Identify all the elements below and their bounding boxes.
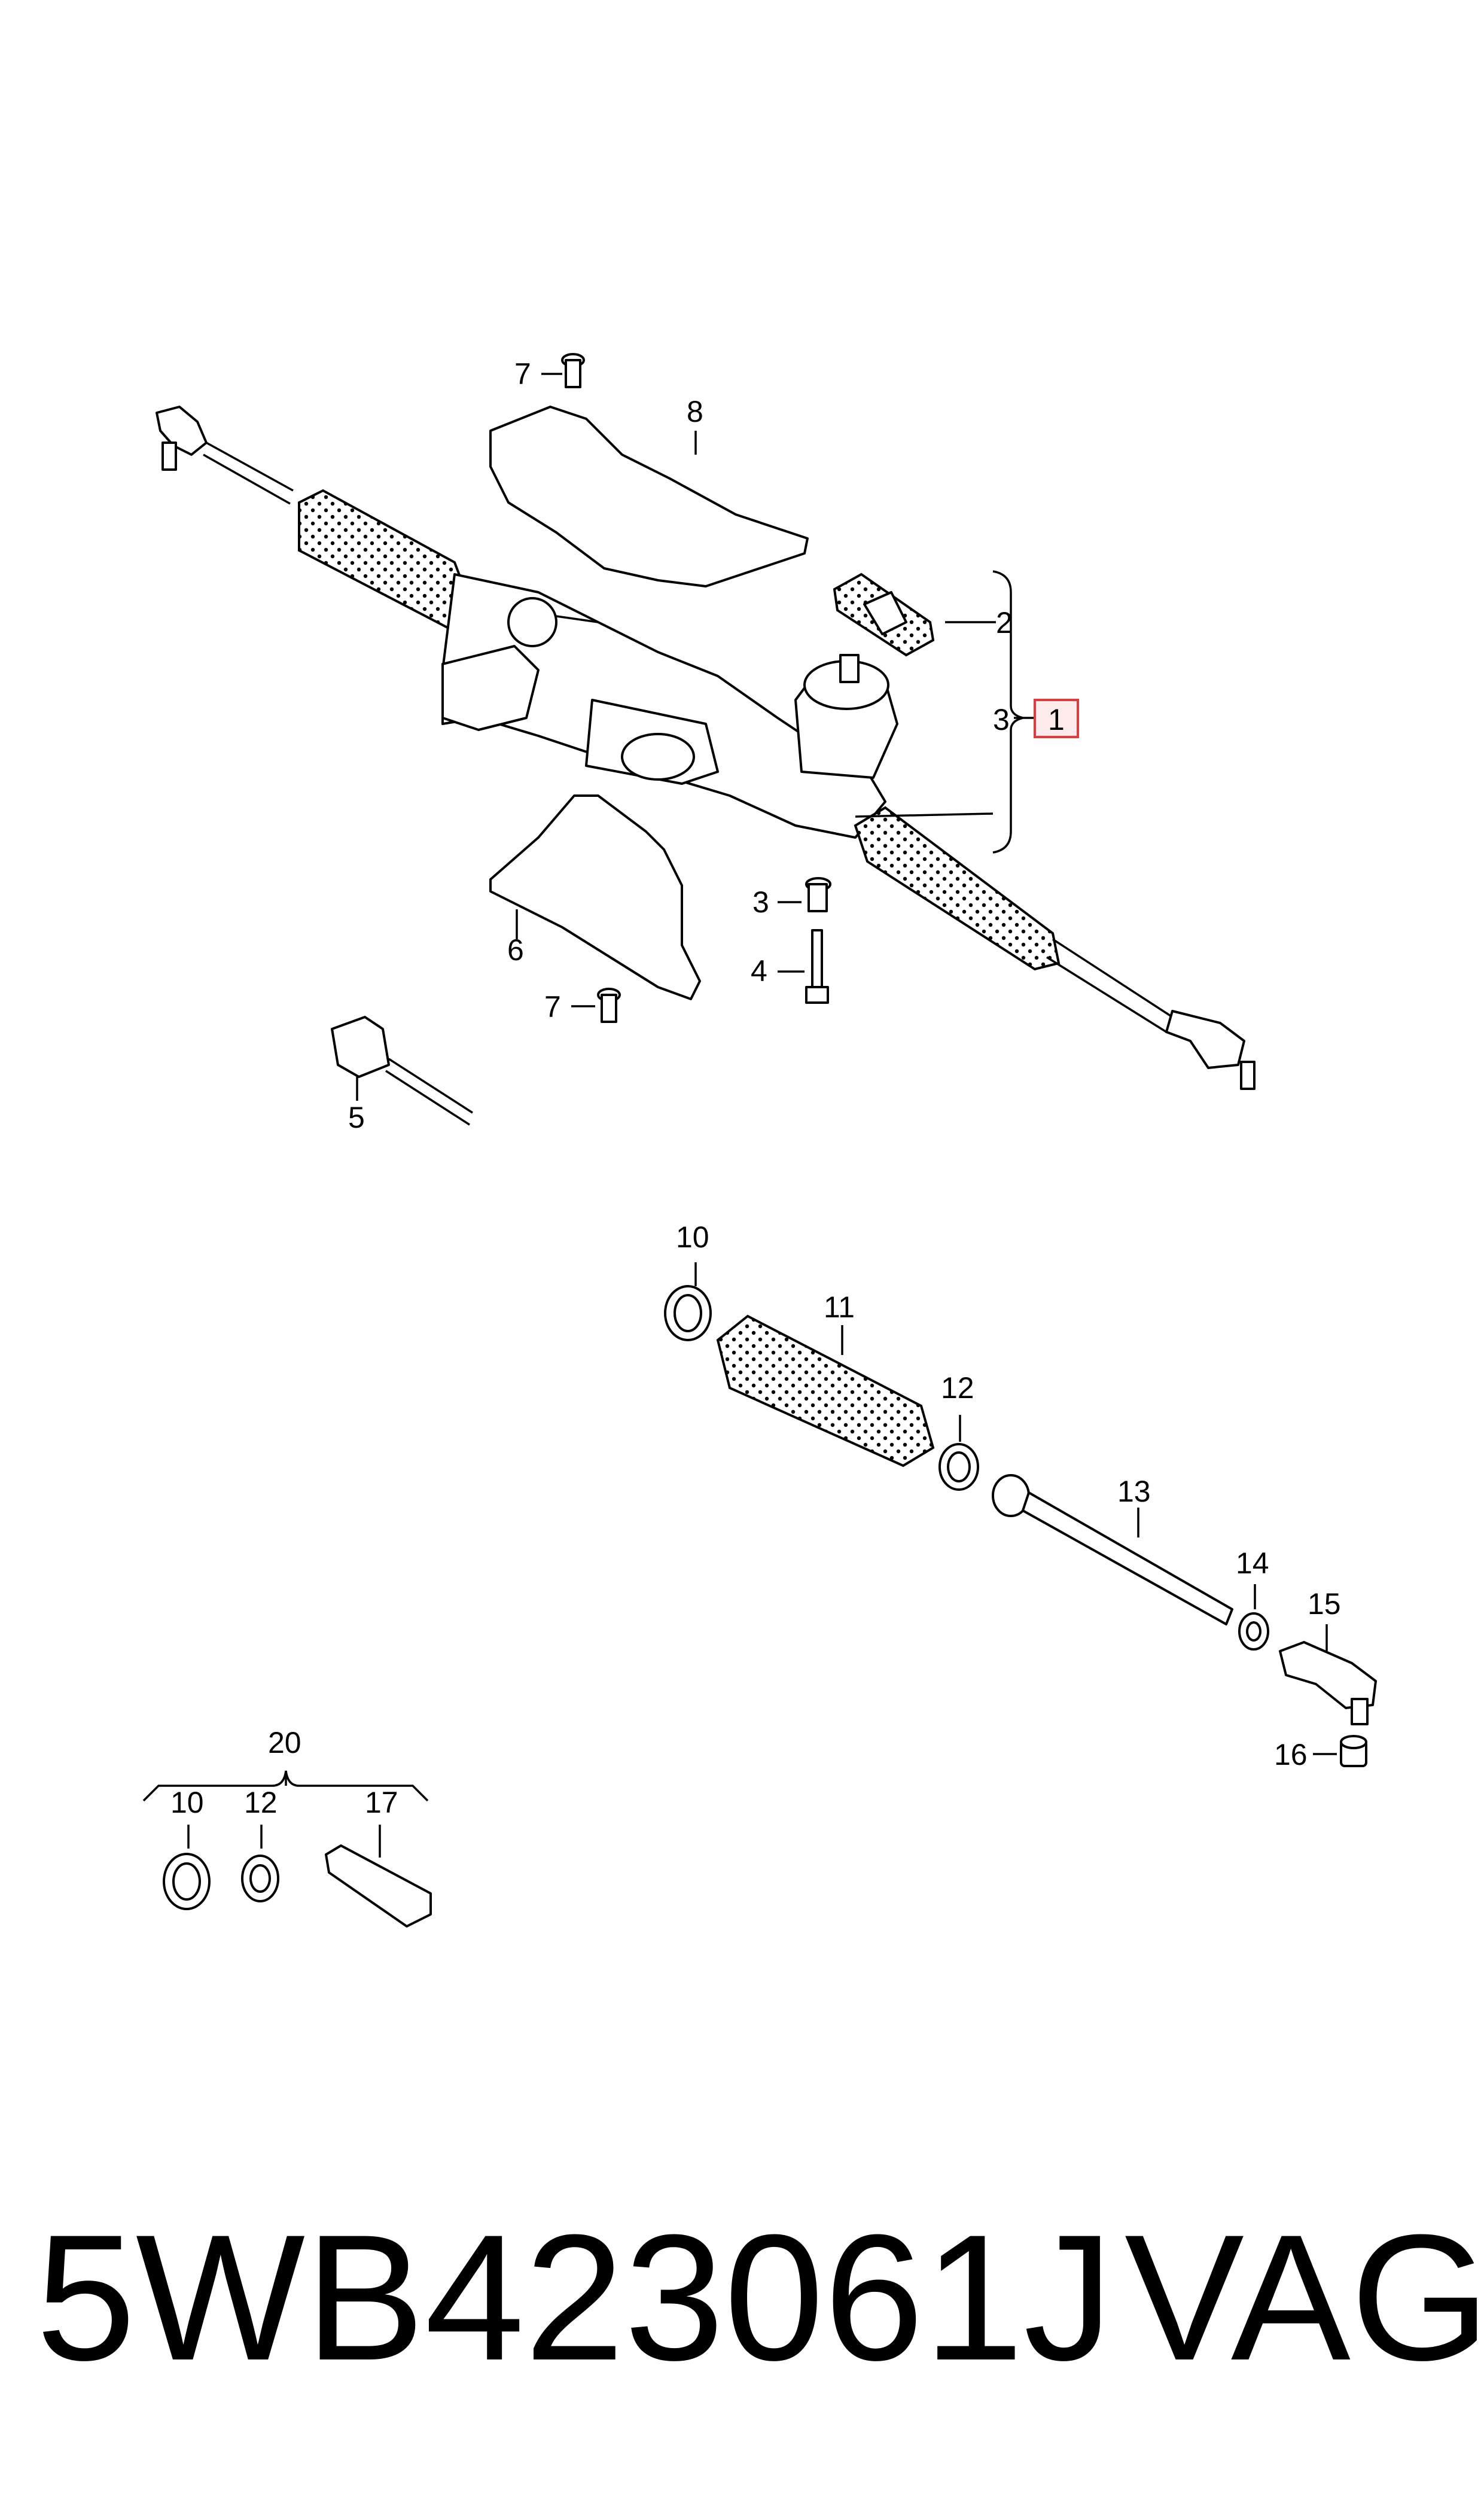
bolt-7-bottom bbox=[597, 988, 621, 1023]
callout-20[interactable]: 20 bbox=[268, 1726, 301, 1759]
grease-tube-17 bbox=[325, 1844, 432, 1928]
outer-tie-rod-end-15 bbox=[1279, 1641, 1377, 1725]
highlight-callout-1[interactable] bbox=[1034, 699, 1079, 738]
brand-label: VAG bbox=[1125, 2197, 1484, 2398]
callout-4[interactable]: 4 bbox=[751, 954, 767, 988]
callout-12a[interactable]: 12 bbox=[941, 1371, 974, 1405]
inner-tie-rod-13 bbox=[992, 1474, 1233, 1625]
callout-12b[interactable]: 12 bbox=[244, 1786, 278, 1819]
bellows-boot-11 bbox=[716, 1314, 935, 1467]
callout-2[interactable]: 2 bbox=[996, 606, 1013, 640]
callout-14[interactable]: 14 bbox=[1236, 1546, 1269, 1580]
callout-7b[interactable]: 7 bbox=[544, 990, 561, 1024]
callout-17[interactable]: 17 bbox=[365, 1786, 398, 1819]
callout-15[interactable]: 15 bbox=[1308, 1587, 1341, 1621]
bolt-4 bbox=[805, 929, 829, 1004]
callout-3a[interactable]: 3 bbox=[993, 703, 1010, 736]
heat-shield-8 bbox=[489, 406, 809, 587]
left-tie-rod-end bbox=[156, 406, 294, 505]
callout-13[interactable]: 13 bbox=[1117, 1475, 1151, 1508]
gear-housing bbox=[441, 645, 540, 731]
clamp-10-top bbox=[664, 1285, 712, 1341]
clamp-10-kit bbox=[163, 1853, 211, 1910]
callout-16[interactable]: 16 bbox=[1274, 1738, 1308, 1771]
leader-group-1-rack bbox=[855, 812, 994, 818]
bolt-7-top bbox=[561, 353, 585, 388]
callout-1[interactable]: 1 bbox=[1048, 703, 1065, 736]
nut-16 bbox=[1340, 1735, 1367, 1767]
sensor-5 bbox=[331, 1016, 473, 1126]
callout-7a[interactable]: 7 bbox=[514, 357, 531, 391]
clamp-12-top bbox=[938, 1443, 979, 1491]
part-number: 5WB423061J bbox=[36, 2197, 1114, 2398]
callout-8[interactable]: 8 bbox=[687, 395, 703, 428]
callout-10b[interactable]: 10 bbox=[170, 1786, 204, 1819]
bolt-3 bbox=[805, 877, 831, 912]
nut-14 bbox=[1238, 1612, 1269, 1651]
callout-5[interactable]: 5 bbox=[348, 1101, 365, 1134]
callout-11[interactable]: 11 bbox=[824, 1290, 855, 1324]
right-bellows-boot bbox=[854, 806, 1061, 971]
steering-rack-assembly bbox=[156, 406, 1256, 1090]
callout-10a[interactable]: 10 bbox=[676, 1220, 709, 1254]
callout-6[interactable]: 6 bbox=[507, 933, 524, 967]
mount-pad-2 bbox=[833, 573, 935, 657]
heat-shield-6 bbox=[489, 794, 701, 1000]
left-bellows-boot bbox=[298, 489, 474, 630]
clamp-12-kit bbox=[241, 1855, 279, 1902]
pinion-housing bbox=[794, 654, 898, 779]
right-tie-rod-end bbox=[1046, 938, 1256, 1090]
callout-3b[interactable]: 3 bbox=[752, 885, 769, 919]
